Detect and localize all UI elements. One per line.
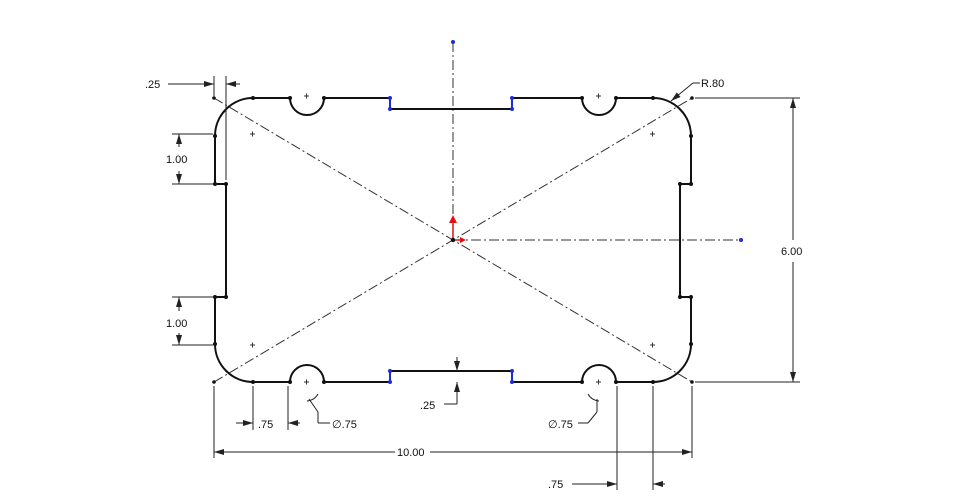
dim-left-hole-offset[interactable]: .75	[236, 386, 300, 431]
dim-left-hole-diameter[interactable]: ∅.75	[306, 393, 357, 431]
center-marks	[250, 93, 655, 385]
dim-overall-height-text: 6.00	[781, 246, 802, 258]
part-outline[interactable]	[214, 97, 692, 383]
origin-icon[interactable]	[449, 215, 466, 243]
centerlines	[213, 42, 741, 383]
dim-left-notch-bottom-text: 1.00	[166, 318, 187, 330]
dim-overall-width[interactable]: 10.00	[213, 386, 693, 459]
dim-bottom-slot-depth-text: .25	[420, 400, 435, 412]
dim-corner-radius-text: R.80	[701, 78, 724, 90]
dim-right-hole-diameter[interactable]: ∅.75	[548, 393, 600, 431]
dim-bottom-slot-depth[interactable]: .25	[420, 357, 460, 412]
dim-left-hole-offset-text: .75	[258, 419, 273, 431]
dim-top-offset-text: .25	[145, 79, 160, 91]
dim-top-offset[interactable]: .25	[145, 76, 240, 180]
dim-corner-radius[interactable]: R.80	[670, 78, 724, 102]
dim-left-notch-top[interactable]: 1.00	[166, 133, 213, 185]
dim-left-hole-diameter-text: ∅.75	[332, 419, 357, 431]
sketch-points	[212, 40, 743, 384]
dim-overall-height[interactable]: 6.00	[695, 97, 802, 383]
dim-overall-width-text: 10.00	[397, 447, 425, 459]
dim-right-hole-offset[interactable]: .75	[548, 386, 665, 491]
dim-left-notch-top-text: 1.00	[166, 154, 187, 166]
dim-left-notch-bottom[interactable]: 1.00	[166, 296, 213, 346]
dim-right-hole-offset-text: .75	[548, 479, 563, 491]
dim-right-hole-diameter-text: ∅.75	[548, 419, 573, 431]
